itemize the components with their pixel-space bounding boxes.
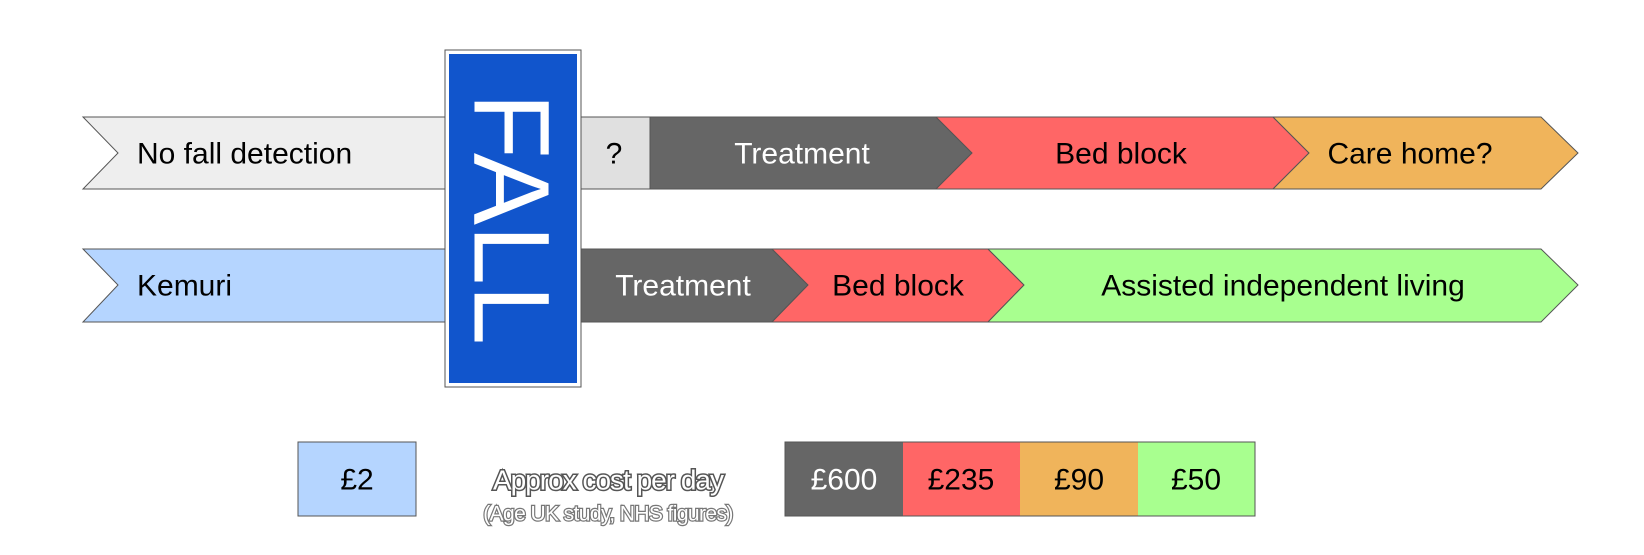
no-detection-label: No fall detection (137, 138, 352, 171)
bed-block-label-row2: Bed block (832, 270, 965, 303)
treatment-cost-label: £600 (811, 464, 878, 497)
cost-caption-source: (Age UK study, NHS figures) (483, 503, 733, 526)
fall-bar-fill (449, 54, 577, 383)
row-no-fall-detection: No fall detection ? Treatment Bed block … (81, 116, 1579, 190)
row-kemuri: Kemuri Treatment Bed block Assisted inde… (81, 248, 1579, 323)
kemuri-arrow (81, 248, 452, 323)
fall-bar: FALL (444, 49, 582, 388)
unknown-segment (577, 116, 651, 190)
cost-legend: £2 Approx cost per day (Age UK study, NH… (297, 441, 1256, 527)
cost-caption: Approx cost per day (493, 465, 724, 496)
kemuri-cost-box (297, 441, 417, 517)
bed-block-label-row1: Bed block (1055, 138, 1188, 171)
assisted-living-arrow (986, 248, 1579, 323)
treatment-label-row1: Treatment (734, 138, 870, 171)
legend-outline-top (784, 441, 1256, 517)
care-home-label: Care home? (1327, 138, 1492, 171)
no-detection-arrow (81, 116, 452, 190)
treatment-label-row2: Treatment (615, 270, 751, 303)
care-home-cost-label: £90 (1054, 464, 1104, 497)
bed-block-cost-box (903, 442, 1020, 516)
treatment-cost-box (785, 442, 903, 516)
care-home-cost-box (1020, 442, 1138, 516)
care-home-arrow (1271, 116, 1579, 190)
unknown-label: ? (606, 138, 623, 171)
fall-label: FALL (452, 93, 573, 345)
assisted-cost-label: £50 (1171, 464, 1221, 497)
assisted-living-label: Assisted independent living (1101, 270, 1465, 303)
kemuri-cost-label: £2 (340, 464, 373, 497)
assisted-cost-box (1138, 442, 1255, 516)
bed-block-cost-label: £235 (928, 464, 995, 497)
kemuri-label: Kemuri (137, 270, 232, 303)
